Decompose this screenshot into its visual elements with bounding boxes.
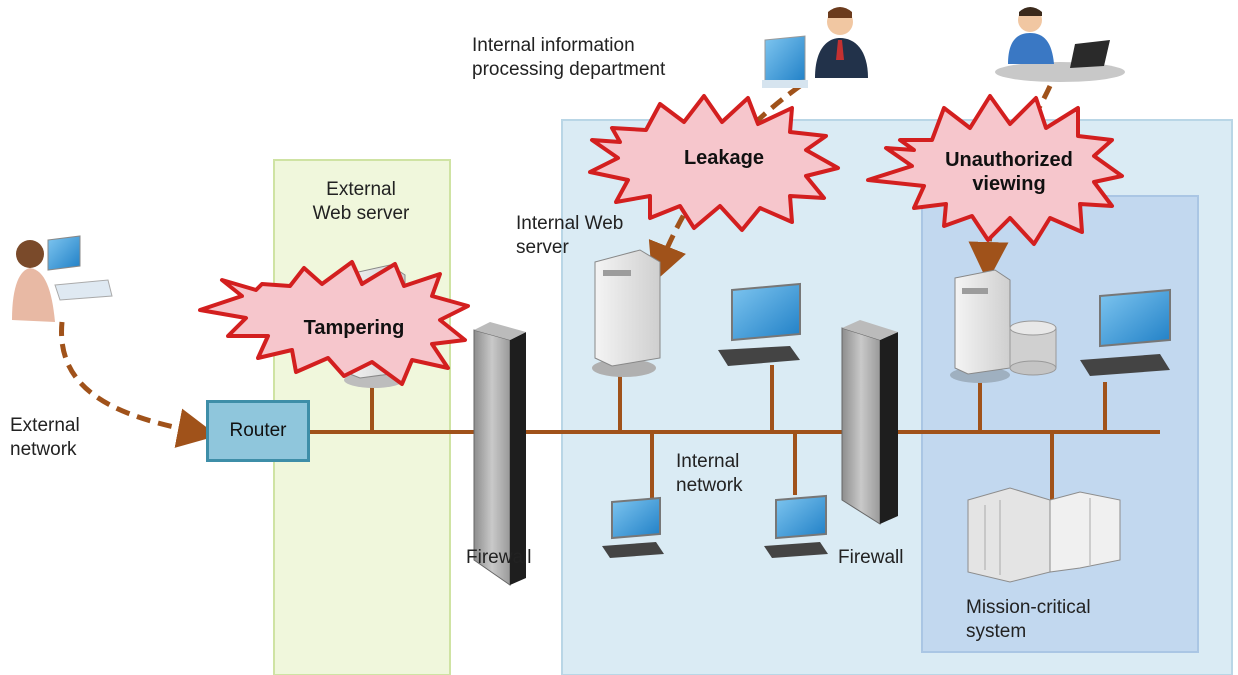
threat-leakage-label: Leakage [683,147,765,169]
department-label: Internal information processing departme… [472,35,666,80]
burst-tampering-icon [198,260,470,386]
burst-leakage-icon [588,94,840,232]
department-user-icon [762,7,868,88]
internal-network-label: Internal network [676,451,743,496]
external-network-label: External network [10,415,80,460]
external-user-icon [12,235,113,322]
router-label: Router [229,420,287,441]
router: Router [206,400,310,462]
internal-web-server-icon [592,249,661,377]
firewall-right-icon [841,320,898,525]
pc-icon [602,496,664,558]
pc-icon [718,282,801,366]
mission-critical-zone [921,195,1199,653]
mission-critical-server-icon [950,269,1011,383]
firewall-left-label: Firewall [466,547,532,568]
network-lines [310,365,1160,500]
pc-icon [1080,288,1171,376]
firewall-left-icon [473,322,526,586]
mainframe-icon [967,487,1121,583]
mission-critical-system-label: Mission-critical system [966,597,1091,642]
threat-tampering-label: Tampering [303,317,405,339]
pc-icon [764,494,828,558]
firewall-right-label: Firewall [838,547,904,568]
threat-unauthorized-label: Unauthorized viewing [945,149,1073,195]
burst-unauthorized-icon [866,94,1124,246]
internal-web-server-label: Internal Web server [516,213,624,258]
database-icon [1009,320,1057,376]
laptop-user-icon [995,7,1125,82]
external-web-server-label: External Web server [312,179,410,224]
